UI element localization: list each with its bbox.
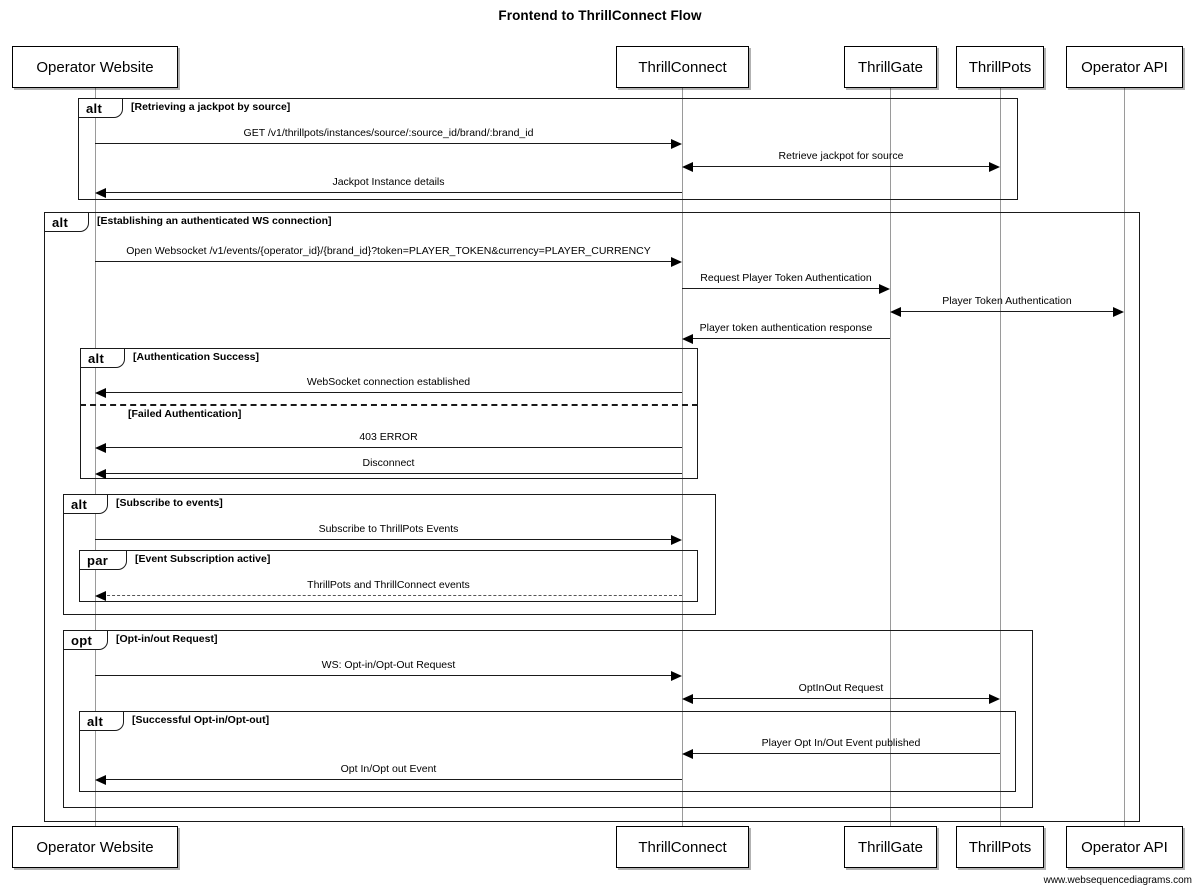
frag-auth-success <box>80 348 698 479</box>
attribution-credit: www.websequencediagrams.com <box>1043 875 1192 886</box>
frag-subscribe-events-kind-tag: alt <box>63 494 108 514</box>
participant-header-thrillpots[interactable]: ThrillPots <box>956 46 1044 88</box>
participant-footer-operator-api[interactable]: Operator API <box>1066 826 1183 868</box>
frag-subscribe-events <box>63 494 716 615</box>
msg-optinout-request-label: OptInOut Request <box>798 682 884 694</box>
frag-subscribe-events-condition-label: [Subscribe to events] <box>116 497 223 509</box>
frag-event-subscription-condition-label: [Event Subscription active] <box>135 553 271 565</box>
msg-disconnect-arrowhead <box>95 468 106 479</box>
page-title: Frontend to ThrillConnect Flow <box>498 8 702 23</box>
participant-footer-operator-website[interactable]: Operator Website <box>12 826 178 868</box>
msg-player-token-auth-response-arrowhead <box>682 333 693 344</box>
msg-websocket-established-label: WebSocket connection established <box>306 376 471 388</box>
msg-player-opt-event-published-line <box>684 753 1000 754</box>
msg-player-opt-event-published-label: Player Opt In/Out Event published <box>761 737 921 749</box>
msg-player-token-authentication-line <box>892 311 1122 312</box>
msg-ws-optin-optout-request-label: WS: Opt-in/Opt-Out Request <box>321 659 456 671</box>
msg-retrieve-jackpot-for-source-line <box>684 166 998 167</box>
msg-subscribe-thrillpots-events-arrowhead <box>671 534 682 545</box>
msg-jackpot-instance-details-arrowhead <box>95 187 106 198</box>
frag-optinout-condition-label: [Opt-in/out Request] <box>116 633 218 645</box>
lifeline-operator-api <box>1124 88 1125 826</box>
participant-footer-thrillconnect[interactable]: ThrillConnect <box>616 826 749 868</box>
msg-opt-in-out-event-label: Opt In/Opt out Event <box>340 763 437 775</box>
msg-403-error-line <box>97 447 682 448</box>
msg-subscribe-thrillpots-events-line <box>95 539 680 540</box>
frag-retrieve-jackpot <box>78 98 1018 200</box>
frag-retrieve-jackpot-condition-label: [Retrieving a jackpot by source] <box>131 101 291 113</box>
msg-thrillpots-thrillconnect-events-label: ThrillPots and ThrillConnect events <box>307 579 470 591</box>
msg-retrieve-jackpot-for-source-arrowhead <box>989 161 1000 172</box>
msg-optinout-request-arrowhead <box>682 693 693 704</box>
msg-request-player-token-auth-arrowhead <box>879 283 890 294</box>
lifeline-thrillconnect <box>682 88 683 826</box>
msg-open-websocket-arrowhead <box>671 256 682 267</box>
frag-successful-optin-kind-tag: alt <box>79 711 124 731</box>
lifeline-operator-website <box>95 88 96 826</box>
msg-opt-in-out-event-arrowhead <box>95 774 106 785</box>
msg-request-player-token-auth-line <box>682 288 888 289</box>
msg-jackpot-instance-details-line <box>97 192 682 193</box>
msg-player-token-auth-response-label: Player token authentication response <box>699 322 873 334</box>
frag-auth-success-kind-tag: alt <box>80 348 125 368</box>
participant-header-thrillgate[interactable]: ThrillGate <box>844 46 937 88</box>
frag-event-subscription-kind-tag: par <box>79 550 127 570</box>
msg-optinout-request-line <box>684 698 998 699</box>
msg-thrillpots-thrillconnect-events-arrowhead <box>95 590 106 601</box>
lifeline-thrillgate <box>890 88 891 826</box>
msg-disconnect-line <box>97 473 682 474</box>
msg-player-token-authentication-arrowhead <box>1113 306 1124 317</box>
msg-thrillpots-thrillconnect-events-line <box>97 595 682 596</box>
msg-get-thrillpots-instance-label: GET /v1/thrillpots/instances/source/:sou… <box>243 127 534 139</box>
participant-header-operator-website[interactable]: Operator Website <box>12 46 178 88</box>
frag-optinout-kind-tag: opt <box>63 630 108 650</box>
lifeline-thrillpots <box>1000 88 1001 826</box>
frag-auth-success-else-label: [Failed Authentication] <box>128 408 242 420</box>
msg-websocket-established-arrowhead <box>95 387 106 398</box>
frag-establish-ws-condition-label: [Establishing an authenticated WS connec… <box>97 215 332 227</box>
msg-optinout-request-arrowhead <box>989 693 1000 704</box>
msg-get-thrillpots-instance-line <box>95 143 680 144</box>
msg-disconnect-label: Disconnect <box>362 457 415 469</box>
frag-auth-success-condition-label: [Authentication Success] <box>133 351 260 363</box>
msg-jackpot-instance-details-label: Jackpot Instance details <box>332 176 445 188</box>
msg-403-error-label: 403 ERROR <box>359 431 418 443</box>
participant-header-thrillconnect[interactable]: ThrillConnect <box>616 46 749 88</box>
participant-footer-thrillpots[interactable]: ThrillPots <box>956 826 1044 868</box>
frag-establish-ws-kind-tag: alt <box>44 212 89 232</box>
msg-player-token-authentication-label: Player Token Authentication <box>942 295 1072 307</box>
frag-successful-optin <box>79 711 1016 792</box>
frag-auth-success-else-divider <box>80 404 698 406</box>
msg-player-token-authentication-arrowhead <box>890 306 901 317</box>
msg-ws-optin-optout-request-arrowhead <box>671 670 682 681</box>
frag-optinout <box>63 630 1033 808</box>
msg-request-player-token-auth-label: Request Player Token Authentication <box>700 272 872 284</box>
msg-retrieve-jackpot-for-source-label: Retrieve jackpot for source <box>778 150 904 162</box>
msg-player-token-auth-response-line <box>684 338 890 339</box>
frag-establish-ws <box>44 212 1140 822</box>
msg-open-websocket-label: Open Websocket /v1/events/{operator_id}/… <box>126 245 651 257</box>
participant-footer-thrillgate[interactable]: ThrillGate <box>844 826 937 868</box>
frag-event-subscription <box>79 550 698 602</box>
participant-header-operator-api[interactable]: Operator API <box>1066 46 1183 88</box>
msg-subscribe-thrillpots-events-label: Subscribe to ThrillPots Events <box>318 523 459 535</box>
msg-403-error-arrowhead <box>95 442 106 453</box>
frag-retrieve-jackpot-kind-tag: alt <box>78 98 123 118</box>
msg-opt-in-out-event-line <box>97 779 682 780</box>
msg-get-thrillpots-instance-arrowhead <box>671 138 682 149</box>
msg-retrieve-jackpot-for-source-arrowhead <box>682 161 693 172</box>
msg-open-websocket-line <box>95 261 680 262</box>
frag-successful-optin-condition-label: [Successful Opt-in/Opt-out] <box>132 714 270 726</box>
msg-websocket-established-line <box>97 392 682 393</box>
msg-ws-optin-optout-request-line <box>95 675 680 676</box>
msg-player-opt-event-published-arrowhead <box>682 748 693 759</box>
